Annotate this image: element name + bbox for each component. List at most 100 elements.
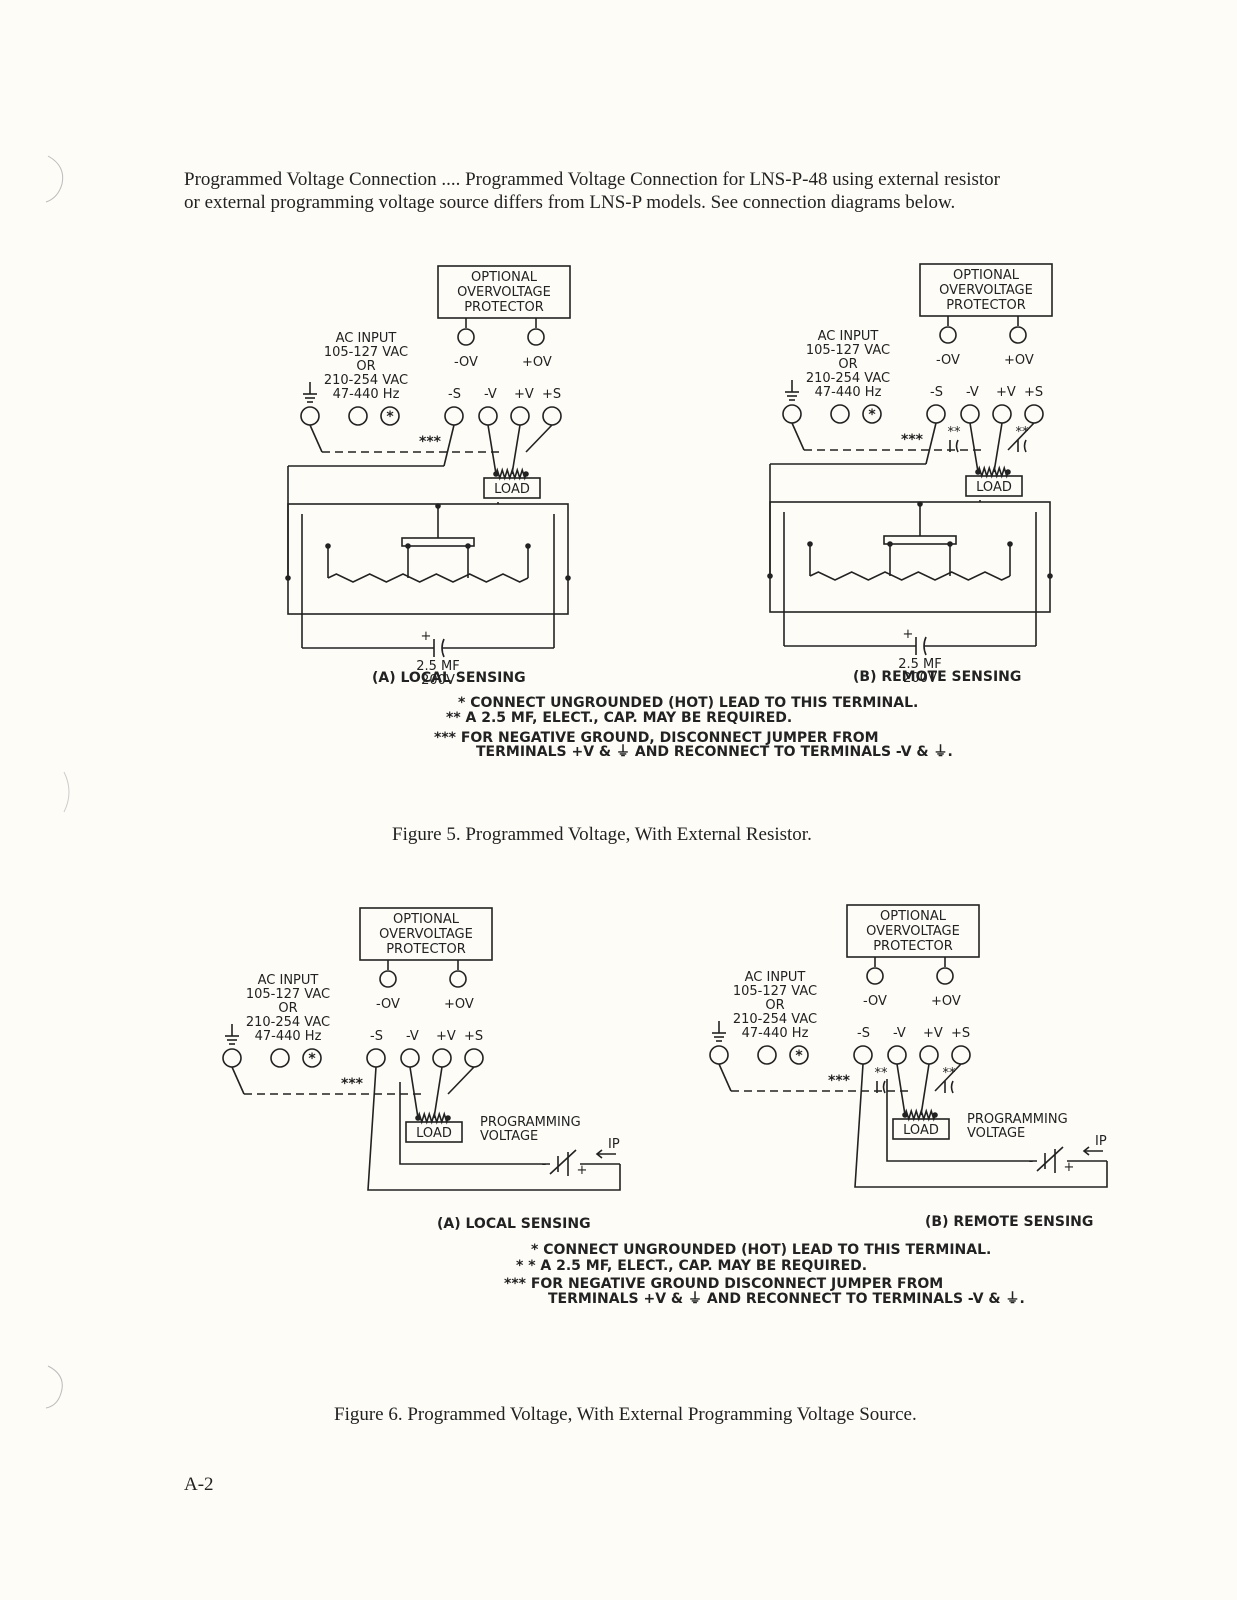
plus-s-link: [934, 1063, 962, 1092]
minus-s-terminal: [853, 1045, 873, 1065]
ground-terminal: [782, 404, 802, 424]
battery-minus: -: [1029, 1154, 1034, 1169]
fig6-note-3a: *** FOR NEGATIVE GROUND DISCONNECT JUMPE…: [504, 1276, 943, 1292]
hot-asterisk: *: [308, 1051, 316, 1067]
remote-cap-plate: [1023, 439, 1027, 453]
ac-input-label: AC INPUT: [336, 331, 397, 346]
intro-paragraph: Programmed Voltage Connection .... Progr…: [184, 168, 1184, 214]
load-resistor: [977, 465, 1009, 479]
programming-label-1: PROGRAMMING: [480, 1115, 581, 1130]
minus-v-label: -V: [406, 1029, 419, 1044]
plus-v-to-load: [433, 1066, 443, 1119]
minus-s-label: -S: [930, 385, 943, 400]
fig6-note-2: * * A 2.5 MF, ELECT., CAP. MAY BE REQUIR…: [516, 1258, 867, 1274]
fig5-note-3a: *** FOR NEGATIVE GROUND, DISCONNECT JUMP…: [434, 730, 879, 746]
ac-or: OR: [278, 1001, 297, 1016]
ip-arrowhead: [1082, 1146, 1090, 1156]
intro-line-1: Programmed Voltage Connection .... Progr…: [184, 169, 1000, 190]
battery-plus: +: [1064, 1160, 1075, 1175]
ovp-label-1: OPTIONAL: [953, 268, 1020, 283]
junction-dot: [932, 1112, 938, 1118]
minus-s-terminal: [444, 406, 464, 426]
load-box: [405, 1121, 463, 1143]
ac-or: OR: [765, 998, 784, 1013]
ovp-minus-terminal: [379, 970, 397, 988]
plus-v-label: +V: [436, 1029, 456, 1044]
plus-s-link: [447, 1066, 475, 1095]
plus-ov-label: +OV: [444, 997, 474, 1012]
jumper-label: ***: [901, 432, 924, 448]
junction-dot: [525, 543, 531, 549]
capacitor-plate-curved: [923, 636, 927, 656]
fig6-note-1: * CONNECT UNGROUNDED (HOT) LEAD TO THIS …: [531, 1242, 991, 1258]
ovp-box: [437, 265, 571, 319]
remote-cap-stars: **: [1016, 425, 1030, 440]
resistor-chain: [809, 571, 1011, 581]
ac-terminal: [270, 1048, 290, 1068]
load-box: [483, 477, 541, 499]
minus-ov-label: -OV: [936, 353, 960, 368]
plus-ov-label: +OV: [522, 355, 552, 370]
load-label: LOAD: [416, 1126, 452, 1141]
fig5-note-1: * CONNECT UNGROUNDED (HOT) LEAD TO THIS …: [458, 695, 918, 711]
junction-dot: [445, 1115, 451, 1121]
programming-label-2: VOLTAGE: [967, 1126, 1025, 1141]
minus-s-terminal: [366, 1048, 386, 1068]
margin-mark: [45, 1365, 63, 1409]
battery-arrow: [1036, 1146, 1064, 1172]
ovp-plus-terminal: [449, 970, 467, 988]
plus-s-link: [525, 424, 553, 453]
program-loop-outer: [367, 1066, 621, 1191]
ac-frequency: 47-440 Hz: [742, 1026, 809, 1041]
load-label: LOAD: [494, 482, 530, 497]
ground-terminal: [709, 1045, 729, 1065]
ground-symbol: [785, 380, 799, 401]
figure6-caption: Figure 6. Programmed Voltage, With Exter…: [334, 1404, 917, 1425]
ip-label: IP: [1095, 1134, 1107, 1149]
minus-s-label: -S: [857, 1026, 870, 1041]
plus-s-terminal: [542, 406, 562, 426]
jumper-label: ***: [419, 434, 442, 450]
minus-s-label: -S: [370, 1029, 383, 1044]
cap-voltage: 200V: [903, 671, 937, 686]
minus-v-terminal: [478, 406, 498, 426]
ac-terminal: [757, 1045, 777, 1065]
ovp-box: [846, 904, 980, 958]
remote-cap-stars: **: [948, 425, 962, 440]
margin-mark: [63, 771, 70, 813]
minus-ov-label: -OV: [454, 355, 478, 370]
ovp-label-3: PROTECTOR: [464, 300, 544, 315]
load-resistor: [904, 1108, 936, 1122]
minus-s-link: [925, 422, 937, 465]
jumper-label: ***: [828, 1073, 851, 1089]
cap-voltage: 200V: [421, 673, 455, 688]
ovp-plus-terminal: [936, 967, 954, 985]
junction-dot: [325, 543, 331, 549]
jumper-wire: [718, 1063, 732, 1092]
plus-v-label: +V: [996, 385, 1016, 400]
plus-s-terminal: [464, 1048, 484, 1068]
minus-s-label: -S: [448, 387, 461, 402]
ovp-label-1: OPTIONAL: [471, 270, 538, 285]
plus-v-label: +V: [514, 387, 534, 402]
ac-frequency: 47-440 Hz: [815, 385, 882, 400]
resistor-chain: [327, 573, 529, 583]
ac-hot-terminal: [302, 1048, 322, 1068]
fig6-subtitle-a: (A) LOCAL SENSING: [437, 1216, 591, 1232]
plus-s-link: [1007, 422, 1035, 451]
ac-hot-terminal: [862, 404, 882, 424]
minus-ov-label: -OV: [863, 994, 887, 1009]
cap-plus: +: [421, 629, 432, 644]
minus-v-label: -V: [966, 385, 979, 400]
fig6-note-3b: TERMINALS +V & ⏚ AND RECONNECT TO TERMIN…: [548, 1291, 1025, 1307]
hot-asterisk: *: [795, 1048, 803, 1064]
ac-terminal: [830, 404, 850, 424]
ac-range-1: 105-127 VAC: [246, 987, 330, 1002]
battery-minus: -: [542, 1157, 547, 1172]
ac-range-2: 210-254 VAC: [246, 1015, 330, 1030]
ip-label: IP: [608, 1137, 620, 1152]
minus-v-to-load: [969, 422, 979, 473]
ovp-label-2: OVERVOLTAGE: [866, 924, 960, 939]
